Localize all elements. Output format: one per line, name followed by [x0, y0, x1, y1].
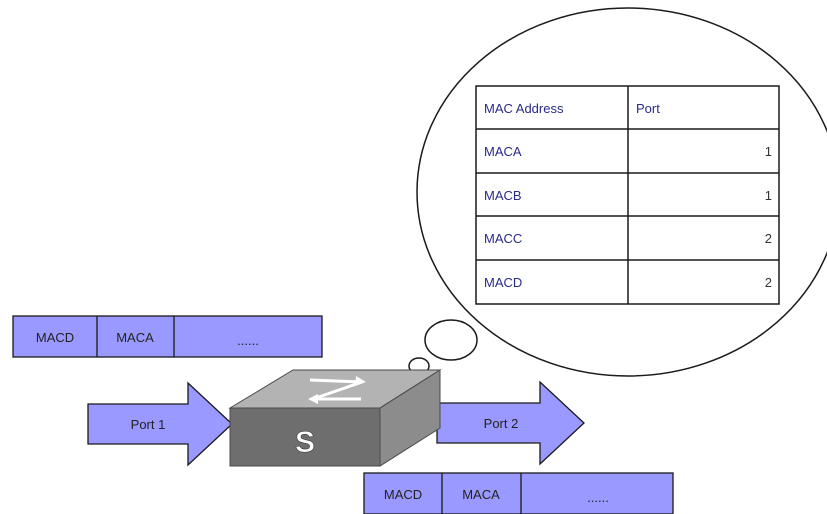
frame-border: [363, 472, 674, 514]
outbound-frame: MACD MACA ......: [363, 472, 674, 514]
mac-table-header-address: MAC Address: [484, 101, 564, 116]
mac-table-header-port: Port: [636, 101, 660, 116]
frame-destination-mac: MACD: [384, 487, 422, 502]
frame-payload: ......: [237, 333, 259, 348]
mac-table-cell-mac: MACB: [484, 188, 522, 203]
port-2-label: Port 2: [484, 416, 519, 431]
switch-letter: S: [295, 426, 315, 459]
switch-device: S: [228, 369, 442, 467]
frame-source-mac: MACA: [462, 487, 500, 502]
mac-table-cell-port: 2: [765, 231, 772, 246]
mac-table-cell-port: 1: [765, 188, 772, 203]
mac-table-cell-mac: MACA: [484, 144, 522, 159]
mac-table-cell-mac: MACD: [484, 275, 522, 290]
port-1-label: Port 1: [131, 417, 166, 432]
mac-table: MAC Address Port MACA 1 MACB 1 MACC 2 MA…: [475, 85, 780, 305]
switch-icon: [308, 376, 366, 404]
switch-front-face: [229, 407, 381, 467]
frame-source-mac: MACA: [116, 330, 154, 345]
port-2-arrow-shape: [436, 380, 585, 466]
inbound-frame: MACD MACA ......: [12, 315, 323, 358]
port-2-arrow: Port 2: [436, 380, 585, 466]
frame-destination-mac: MACD: [36, 330, 74, 345]
port-1-arrow: Port 1: [87, 381, 233, 467]
port-1-arrow-shape: [87, 381, 233, 467]
mac-table-cell-port: 1: [765, 144, 772, 159]
thought-bubble-dot-large: [424, 319, 478, 361]
frame-border: [12, 315, 323, 358]
mac-table-cell-mac: MACC: [484, 231, 522, 246]
mac-table-cell-port: 2: [765, 275, 772, 290]
frame-payload: ......: [587, 490, 609, 505]
